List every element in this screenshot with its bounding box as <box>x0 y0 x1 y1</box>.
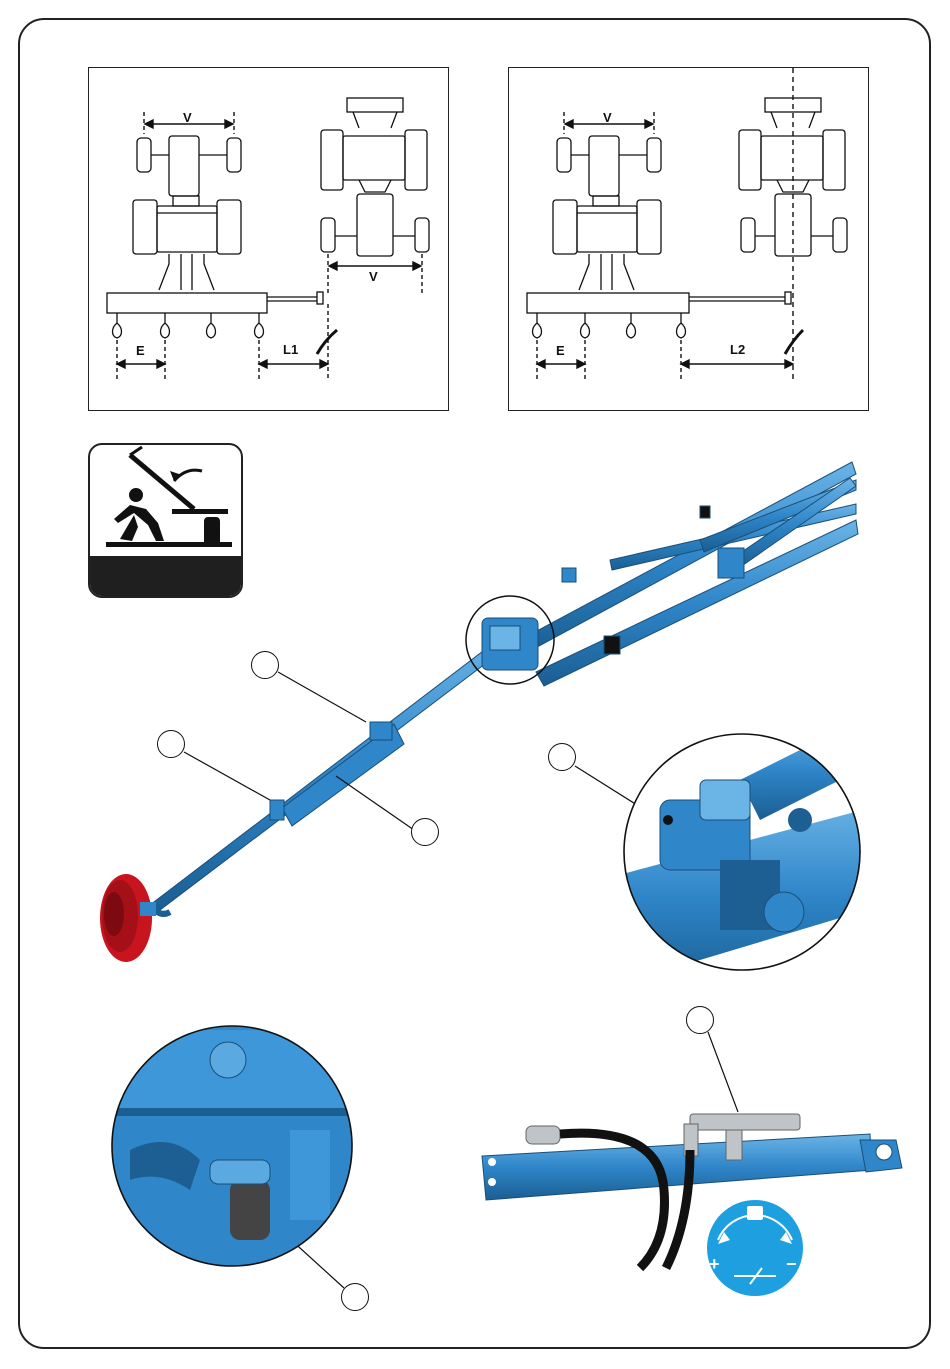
callout-bubble <box>686 1006 714 1034</box>
adjust-dial-icon <box>707 1200 803 1296</box>
callout-bubble <box>341 1283 369 1311</box>
hydraulic-cylinder <box>482 1114 902 1268</box>
callout-bubble <box>411 818 439 846</box>
callout-bubble <box>157 730 185 758</box>
detail-lock-pin <box>100 1020 370 1280</box>
callout-bubble <box>251 651 279 679</box>
marker-disc <box>100 874 156 962</box>
detail-hinge <box>600 720 900 990</box>
gauge-plus: + <box>709 1254 720 1274</box>
gauge-minus: − <box>786 1254 797 1274</box>
callout-bubble <box>548 743 576 771</box>
